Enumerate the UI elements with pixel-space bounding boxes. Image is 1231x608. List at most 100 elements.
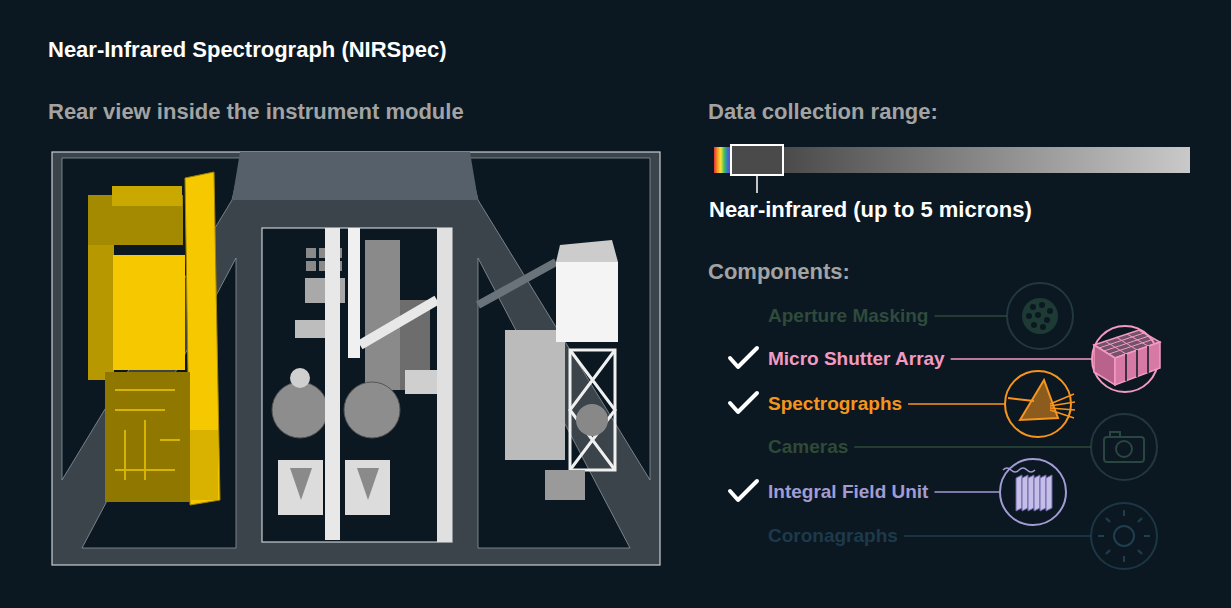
yellow-assembly [112, 186, 182, 206]
right-assembly [556, 240, 618, 262]
integral-field-icon [1022, 475, 1028, 511]
text-holder: Near-infrared (up to 5 microns) [709, 197, 1032, 223]
integral-field-icon [1016, 475, 1022, 511]
leader-line [951, 358, 1092, 360]
spectrum-bar [714, 145, 1190, 193]
section-heading: Components: [708, 259, 850, 285]
text-holder: Integral Field Unit [768, 481, 928, 504]
centre-optics [306, 261, 316, 271]
centre-optics [272, 228, 452, 542]
title-text: Near-Infrared Spectrograph (NIRSpec) [48, 37, 447, 63]
integral-field-icon [1040, 475, 1046, 511]
text-holder: Near-Infrared Spectrograph (NIRSpec) [48, 37, 447, 63]
leader-line [854, 446, 1091, 448]
leader-line [908, 403, 1005, 405]
integral-field-icon [1003, 468, 1035, 472]
centre-optics [295, 320, 325, 338]
micro-shutter-icon [1099, 333, 1154, 354]
prism-icon [1020, 380, 1058, 420]
leader-line [934, 491, 1000, 493]
right-assembly [478, 262, 556, 305]
instrument-frame [52, 152, 660, 565]
integral-field-icon [1016, 475, 1052, 511]
centre-optics [278, 460, 323, 515]
right-assembly [570, 350, 615, 470]
check-mark [730, 348, 757, 500]
micro-shutter-icon [1115, 342, 1160, 385]
text-holder: Coronagraphs [768, 525, 898, 548]
component-label: Micro Shutter Array [768, 348, 945, 371]
right-assembly [545, 470, 585, 500]
component-label: Cameras [768, 436, 848, 459]
camera-icon [1116, 441, 1132, 457]
aperture-mask-icon [1035, 312, 1041, 318]
right-assembly [570, 350, 615, 470]
aperture-mask-icon [1044, 317, 1050, 323]
section-heading: Rear view inside the instrument module [48, 99, 464, 125]
yellow-assembly [115, 390, 180, 480]
prism-icon [1008, 398, 1034, 401]
aperture-mask-icon [1026, 302, 1053, 330]
spectrum-bar [731, 145, 783, 175]
instrument-frame [262, 228, 452, 542]
yellow-assembly [105, 372, 190, 502]
aperture-mask-icon [1007, 283, 1073, 349]
centre-optics [344, 382, 400, 438]
aperture-mask-icon [1047, 308, 1053, 314]
centre-optics [306, 248, 316, 258]
centre-optics [345, 460, 390, 515]
micro-shutter-icon [1126, 346, 1148, 381]
centre-optics [357, 468, 379, 500]
integral-field-icon [1000, 459, 1066, 525]
yellow-assembly [88, 240, 114, 380]
centre-optics [405, 370, 437, 394]
leader-line [904, 535, 1091, 537]
centre-optics [272, 382, 328, 438]
aperture-mask-icon [1040, 324, 1046, 330]
spectrum-bar [731, 147, 1190, 173]
aperture-mask-icon [1022, 298, 1058, 334]
aperture-mask-icon [1007, 283, 1073, 349]
component-label: Aperture Masking [768, 305, 928, 328]
camera-icon [1104, 437, 1144, 462]
check-mark [730, 348, 757, 367]
range-label: Near-infrared (up to 5 microns) [709, 197, 1032, 223]
centre-optics [360, 300, 437, 345]
instrument-frame [52, 152, 660, 565]
yellow-assembly [185, 172, 220, 505]
integral-field-icon [1000, 459, 1066, 525]
yellow-assembly [190, 430, 218, 500]
component-label: Coronagraphs [768, 525, 898, 548]
coronagraph-icon [1114, 526, 1134, 546]
text-holder: Micro Shutter Array [768, 348, 945, 371]
text-holder: Aperture Masking [768, 305, 928, 328]
right-assembly [478, 240, 618, 500]
camera-icon [1110, 432, 1120, 437]
spectrum-bar [756, 176, 758, 193]
right-assembly [576, 404, 608, 436]
centre-optics [290, 468, 312, 500]
aperture-mask-icon [1030, 304, 1036, 310]
centre-optics [348, 228, 360, 358]
micro-shutter-icon [1092, 326, 1160, 392]
centre-optics [437, 228, 452, 542]
leader-line [934, 315, 1007, 317]
camera-icon [1091, 414, 1157, 480]
integral-field-icon [1028, 475, 1034, 511]
aperture-mask-icon [1026, 313, 1032, 319]
text-holder: Spectrographs [768, 393, 902, 416]
instrument-frame [478, 258, 630, 548]
yellow-assembly [88, 172, 220, 505]
coronagraph-icon [1091, 503, 1157, 569]
yellow-assembly [113, 255, 185, 370]
text-holder: Data collection range: [708, 99, 938, 125]
prism-icon [1050, 394, 1075, 418]
check-mark [730, 481, 757, 500]
component-label: Spectrographs [768, 393, 902, 416]
spectrum-bar [714, 147, 731, 173]
camera-icon [1091, 414, 1157, 480]
component-label: Integral Field Unit [768, 481, 928, 504]
instrument-frame [232, 152, 478, 200]
